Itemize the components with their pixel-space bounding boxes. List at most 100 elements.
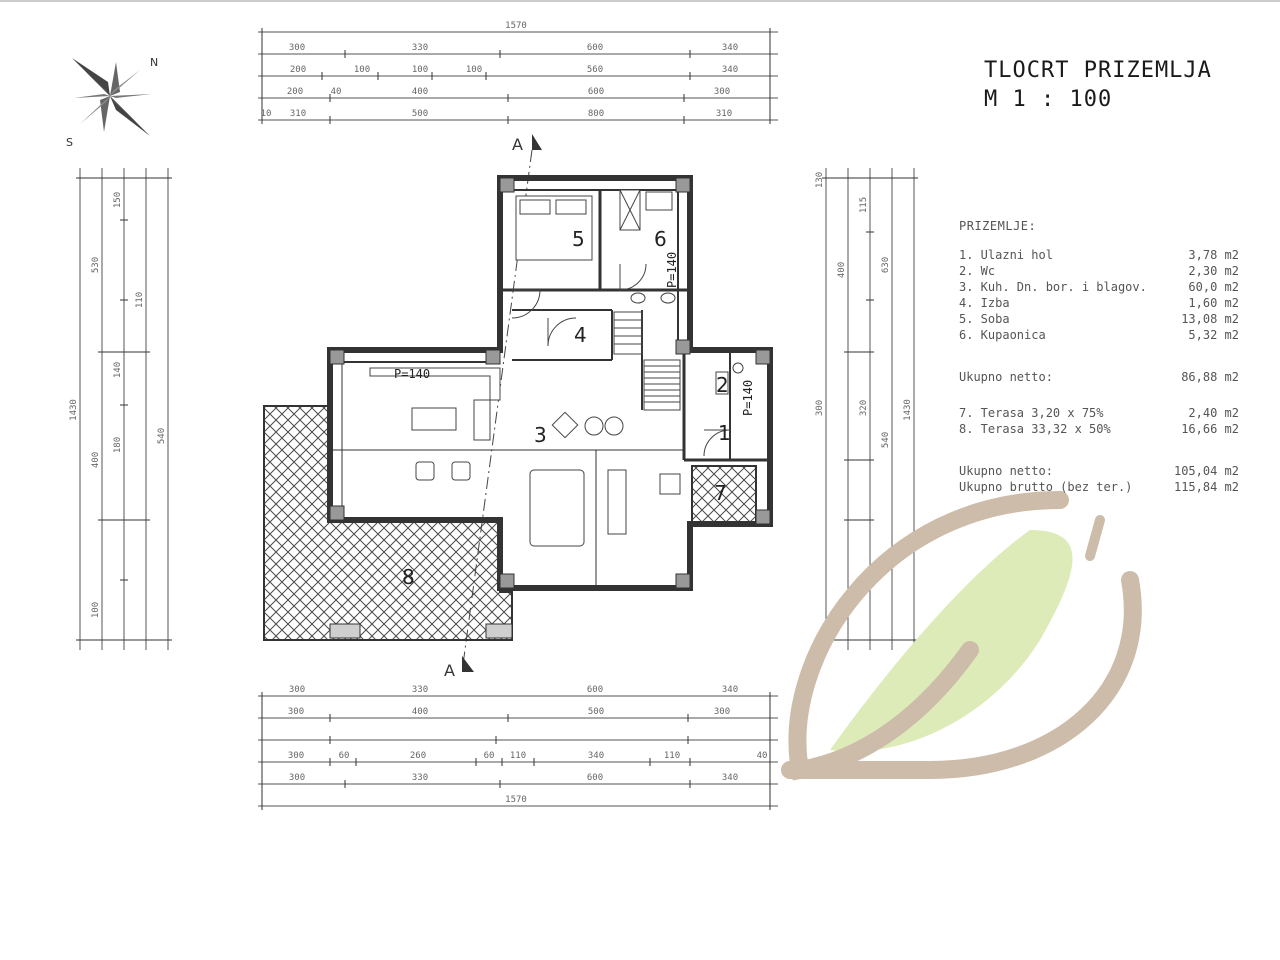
- door-swings: [511, 263, 731, 457]
- dim-top-r1: 300: [289, 43, 305, 53]
- dim-bottom-r2: 400: [412, 707, 428, 717]
- room-number-4: 4: [574, 323, 587, 347]
- wc-sink-icon: [732, 362, 744, 374]
- section-mark-bottom: A: [444, 661, 455, 680]
- dim-left: 530: [91, 257, 101, 273]
- dimension-chain-right: [822, 168, 918, 650]
- dim-top-r3: 600: [588, 87, 604, 97]
- bathtub-icon: [645, 191, 673, 211]
- armchair-icon: [415, 461, 435, 481]
- dim-bottom-r1: 340: [722, 685, 738, 695]
- table-icon: [411, 407, 457, 431]
- dim-bottom-r2: 300: [288, 707, 304, 717]
- room-number-7: 7: [714, 481, 727, 505]
- dim-bottom-total: 1570: [505, 795, 527, 805]
- legend-total-gross-label: Ukupno brutto (bez ter.): [959, 480, 1133, 494]
- legend-total-net-value: 105,04 m2: [1173, 464, 1239, 478]
- dim-top-r4: 310: [290, 109, 306, 119]
- dim-bottom-r1: 300: [289, 685, 305, 695]
- kitchen-counter-icon: [369, 367, 501, 441]
- dim-left: 540: [157, 428, 167, 444]
- legend-terrace-name: 7. Terasa 3,20 x 75%: [959, 406, 1104, 420]
- legend-terrace-name: 8. Terasa 33,32 x 50%: [959, 422, 1111, 436]
- room-number-1: 1: [718, 421, 731, 445]
- dim-bottom-r3: 110: [510, 751, 526, 761]
- legend-room-name: 1. Ulazni hol: [959, 248, 1053, 262]
- legend-room-area: 60,0 m2: [1188, 280, 1239, 294]
- legend-row: 3. Kuh. Dn. bor. i blagov.60,0 m2: [959, 279, 1239, 295]
- compass-rose-icon: N S: [66, 56, 158, 149]
- dim-bottom-r3: 40: [757, 751, 768, 761]
- legend-terrace-row: 8. Terasa 33,32 x 50%16,66 m2: [959, 421, 1239, 437]
- legend-row: 4. Izba 1,60 m2: [959, 295, 1239, 311]
- dining-table-icon: [529, 469, 585, 547]
- dim-top-r4: 500: [412, 109, 428, 119]
- dim-top-r3: 200: [287, 87, 303, 97]
- room-number-5: 5: [572, 227, 585, 251]
- dim-top-r3: 300: [714, 87, 730, 97]
- drawing-scale: M 1 : 100: [984, 87, 1113, 112]
- legend-room-area: 3,78 m2: [1188, 248, 1239, 262]
- dim-right: 1430: [903, 399, 913, 421]
- chair-icon: [604, 416, 624, 436]
- dim-right: 130: [815, 172, 825, 188]
- section-mark-top: A: [512, 135, 523, 154]
- sideboard-icon: [607, 469, 627, 535]
- dim-top-r2: 100: [412, 65, 428, 75]
- legend-room-area: 13,08 m2: [1181, 312, 1239, 326]
- legend-room-area: 5,32 m2: [1188, 328, 1239, 342]
- dim-top-r2: 340: [722, 65, 738, 75]
- armchair-icon: [451, 461, 471, 481]
- parapet-label-room2: P=140: [741, 380, 755, 416]
- legend-net-total: Ukupno netto:86,88 m2: [959, 369, 1239, 385]
- legend-terrace-area: 2,40 m2: [1188, 406, 1239, 420]
- dim-bottom-r3: 340: [588, 751, 604, 761]
- parapet-label-room6: P=140: [665, 252, 679, 288]
- legend-room-name: 2. Wc: [959, 264, 996, 278]
- legend-room-name: 5. Soba: [959, 312, 1010, 326]
- dimension-chain-bottom: [258, 692, 778, 810]
- dim-top-r3: 40: [331, 87, 342, 97]
- dim-top-r1: 330: [412, 43, 428, 53]
- legend-room-area: 1,60 m2: [1188, 296, 1239, 310]
- legend-room-name: 4. Izba: [959, 296, 1010, 310]
- dim-top-r4: 800: [588, 109, 604, 119]
- dim-right: 630: [881, 257, 891, 273]
- dim-bottom-r3: 300: [288, 751, 304, 761]
- legend-terrace-row: 7. Terasa 3,20 x 75% 2,40 m2: [959, 405, 1239, 421]
- dim-bottom-r1: 330: [412, 685, 428, 695]
- dim-left: 400: [91, 452, 101, 468]
- compass-north-label: N: [150, 56, 158, 69]
- dim-bottom-r4: 300: [289, 773, 305, 783]
- dim-top-r1: 340: [722, 43, 738, 53]
- dim-left: 100: [91, 602, 101, 618]
- room-number-8: 8: [402, 565, 415, 589]
- furniture: [369, 189, 744, 547]
- dim-top-r4: 10: [261, 109, 272, 119]
- compass-south-label: S: [66, 136, 73, 149]
- legend-net-label: Ukupno netto:: [959, 370, 1053, 384]
- page-title: TLOCRT PRIZEMLJA: [984, 58, 1212, 83]
- chair-icon: [584, 416, 604, 436]
- dim-top-r1: 600: [587, 43, 603, 53]
- legend-total-net: Ukupno netto:105,04 m2: [959, 463, 1239, 479]
- sink-icon: [660, 292, 676, 304]
- legend-heading: PRIZEMLJE:: [959, 219, 1037, 233]
- dim-left: 140: [113, 362, 123, 378]
- dim-bottom-r1: 600: [587, 685, 603, 695]
- chair-icon: [551, 411, 579, 439]
- legend-total-gross: Ukupno brutto (bez ter.) 115,84 m2: [959, 479, 1239, 495]
- dim-top-r2: 560: [587, 65, 603, 75]
- dim-right: 320: [859, 400, 869, 416]
- dim-bottom-r2: 500: [588, 707, 604, 717]
- dim-bottom-r3: 60: [484, 751, 495, 761]
- room-number-6: 6: [654, 227, 667, 251]
- dim-right: 400: [837, 262, 847, 278]
- wall-corner-marks: [329, 177, 771, 589]
- dim-right: 300: [815, 400, 825, 416]
- legend-total-gross-value: 115,84 m2: [1173, 480, 1239, 494]
- dimension-chain-top: [258, 28, 778, 124]
